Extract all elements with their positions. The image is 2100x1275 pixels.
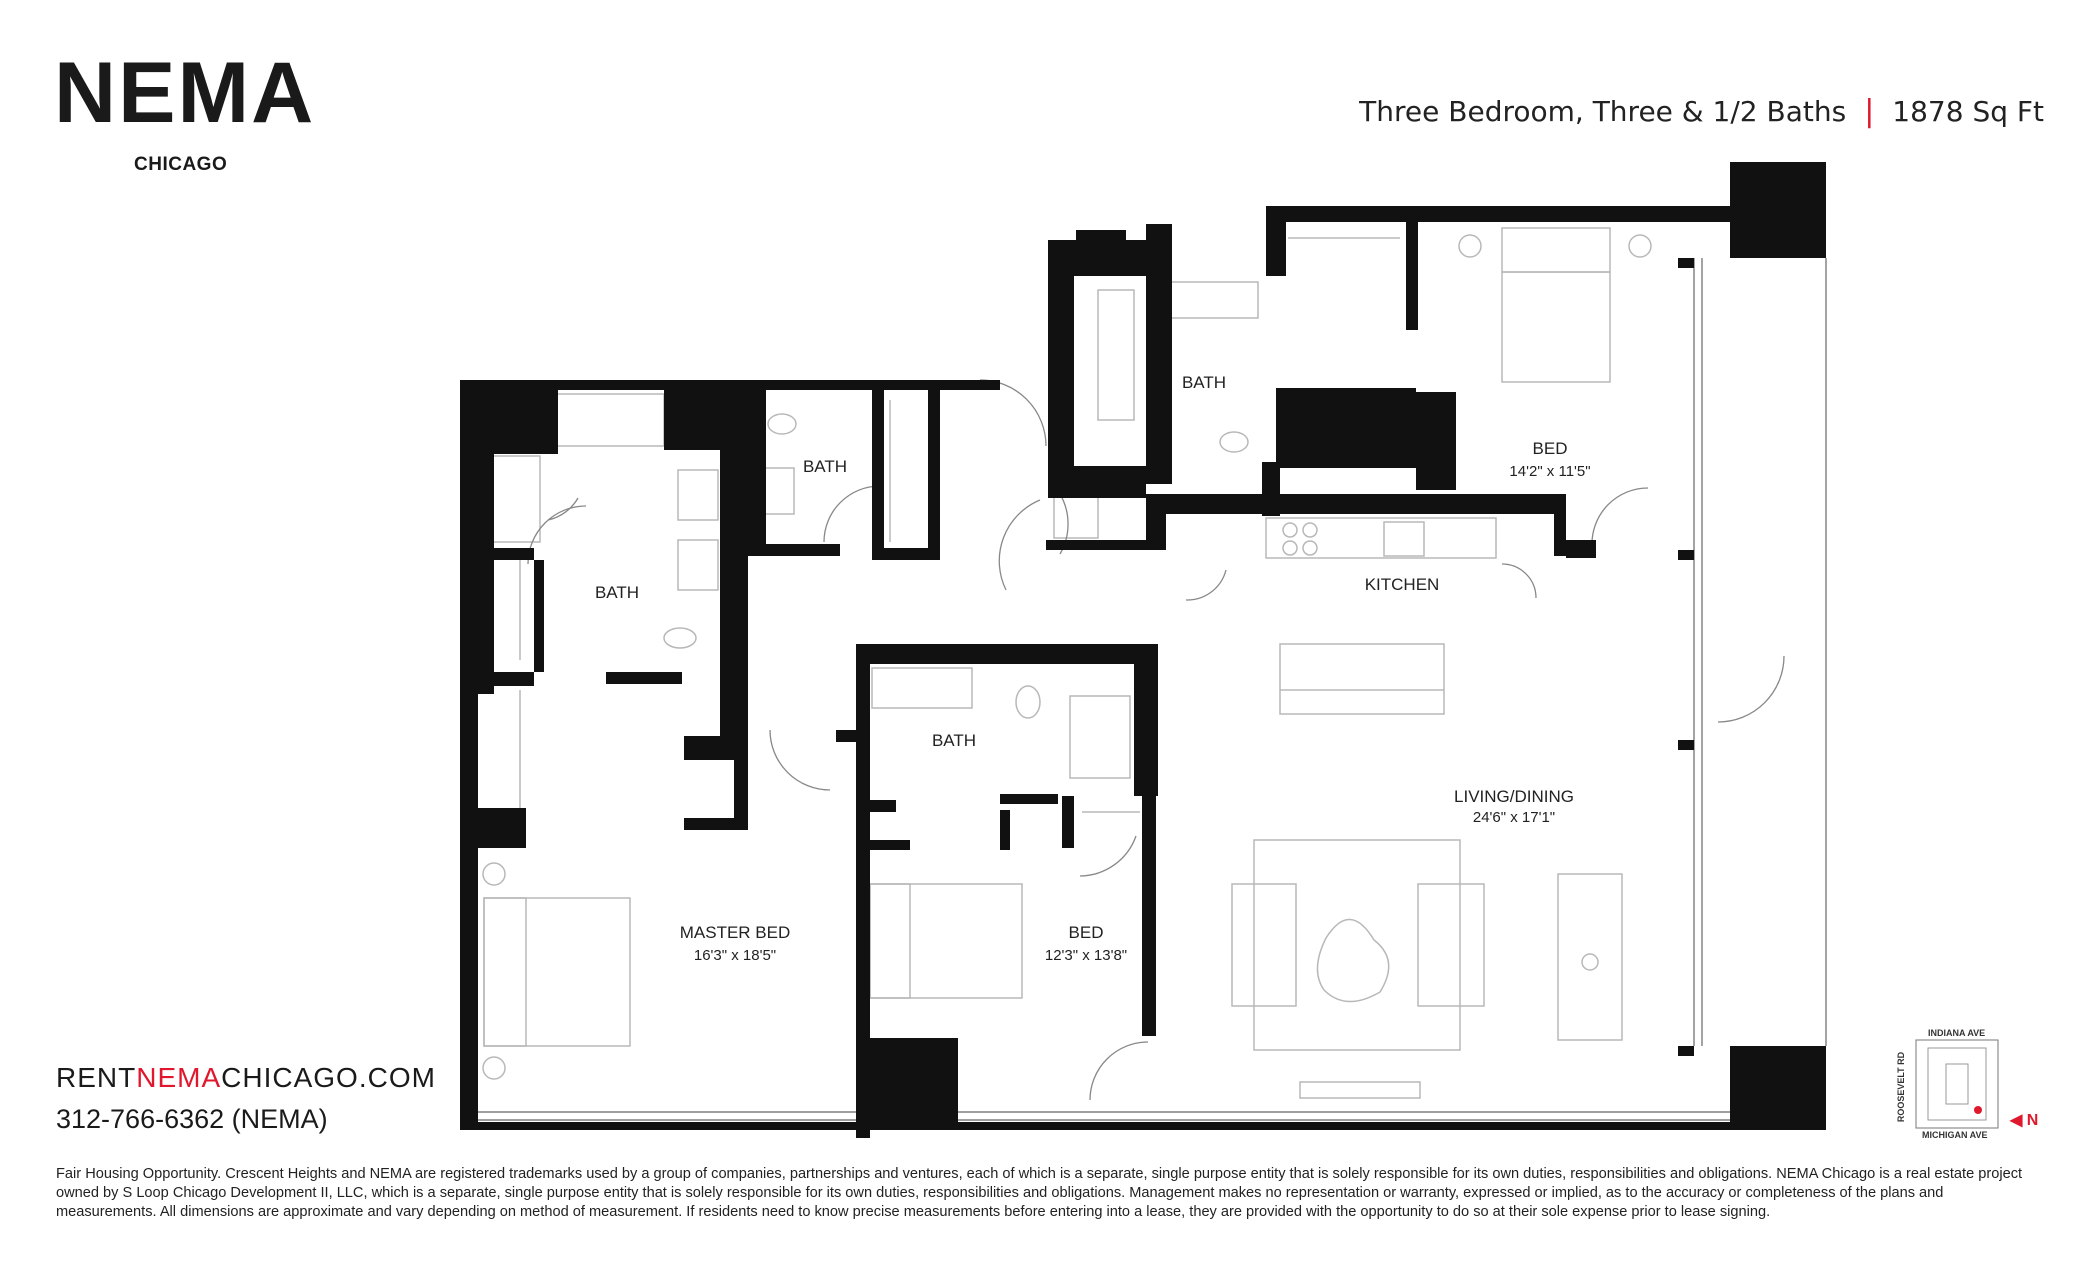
website-prefix: RENT xyxy=(56,1062,137,1093)
room-label-kitchen: KITCHEN xyxy=(1365,575,1440,594)
key-plan: INDIANA AVE MICHIGAN AVE ROOSEVELT RD ◀ … xyxy=(1896,1024,2046,1144)
website-suffix: CHICAGO.COM xyxy=(221,1062,436,1093)
room-label-bath-small: BATH xyxy=(803,457,847,476)
brand-city: CHICAGO xyxy=(134,154,228,175)
website-link[interactable]: RENTNEMACHICAGO.COM xyxy=(56,1062,436,1094)
room-label-bed-2: BED xyxy=(1069,923,1104,942)
key-plan-north-street: INDIANA AVE xyxy=(1928,1028,1986,1038)
phone-number[interactable]: 312-766-6362 (NEMA) xyxy=(56,1104,328,1134)
unit-type: Three Bedroom, Three & 1/2 Baths xyxy=(1359,95,1847,128)
room-label-bath-upper: BATH xyxy=(1182,373,1226,392)
key-plan-unit-marker xyxy=(1974,1106,1982,1114)
room-labels: BATH BATH BATH BATH BED 14'2" x 11'5" KI… xyxy=(595,373,1591,964)
walls xyxy=(460,162,1826,1138)
key-plan-map xyxy=(1915,1039,1999,1129)
room-label-bed-1: BED xyxy=(1533,439,1568,458)
north-marker: ◀ N xyxy=(2010,1112,2039,1129)
legal-disclaimer: Fair Housing Opportunity. Crescent Heigh… xyxy=(56,1166,2023,1220)
room-dim-bed-1: 14'2" x 11'5" xyxy=(1509,463,1590,480)
window-lines xyxy=(478,258,1827,1121)
key-plan-south-street: MICHIGAN AVE xyxy=(1922,1130,1988,1140)
website-highlight: NEMA xyxy=(136,1062,222,1093)
headline-separator: | xyxy=(1864,94,1875,129)
room-label-living: LIVING/DINING xyxy=(1454,787,1574,806)
unit-headline: Three Bedroom, Three & 1/2 Baths | 1878 … xyxy=(1359,94,2044,129)
brand-logo: NEMA xyxy=(54,45,316,141)
key-plan-west-street: ROOSEVELT RD xyxy=(1896,1051,1907,1123)
room-label-bath-master: BATH xyxy=(595,583,639,602)
room-label-bath-bed2: BATH xyxy=(932,731,976,750)
room-dim-master-bed: 16'3" x 18'5" xyxy=(694,947,776,964)
unit-area: 1878 Sq Ft xyxy=(1892,95,2044,128)
room-label-master-bed: MASTER BED xyxy=(680,923,791,942)
room-dim-living: 24'6" x 17'1" xyxy=(1473,809,1555,826)
room-dim-bed-2: 12'3" x 13'8" xyxy=(1045,947,1127,964)
